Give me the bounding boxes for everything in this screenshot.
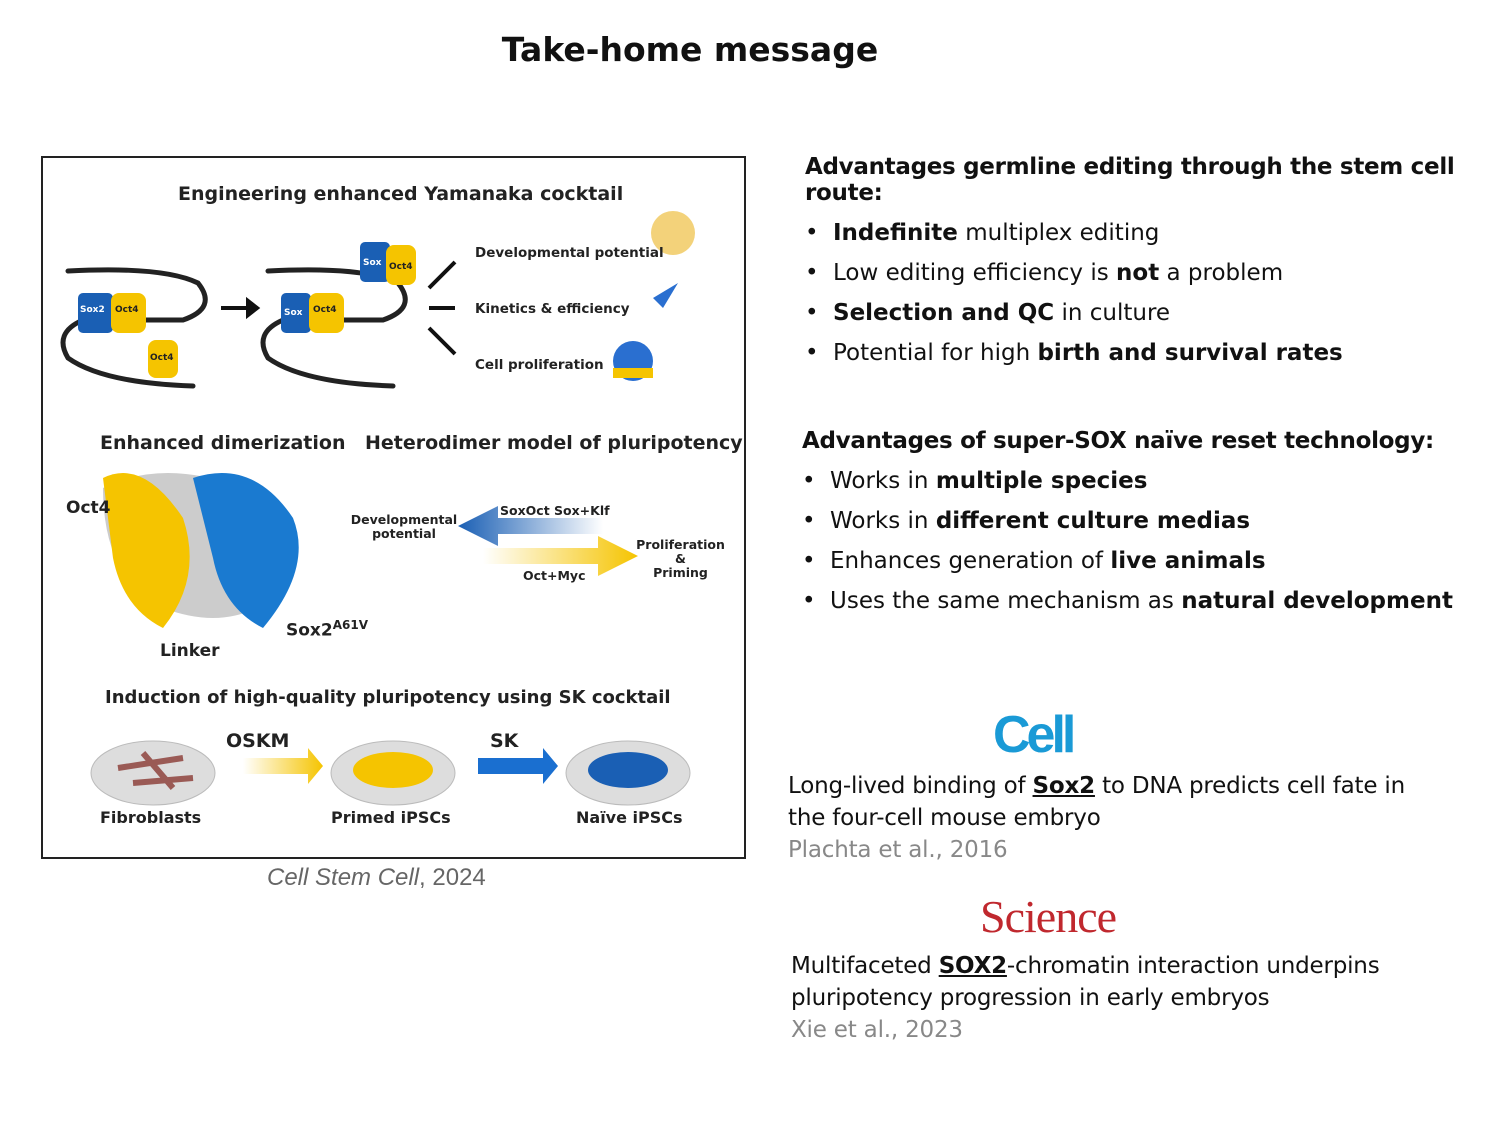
soxoct-label: SoxOct Sox+Klf bbox=[500, 503, 610, 518]
linker-label: Linker bbox=[160, 641, 220, 661]
heading-enhanced-dimerization: Enhanced dimerization bbox=[100, 432, 346, 454]
oct4-label: Oct4 bbox=[150, 353, 174, 363]
text: Low editing efficiency is bbox=[833, 260, 1117, 286]
text: Works in bbox=[830, 508, 936, 534]
sox2-a61v-label: Sox2A61V bbox=[286, 618, 368, 641]
sox2-label: Sox2 bbox=[80, 305, 105, 315]
bold-text: Selection and QC bbox=[833, 300, 1055, 326]
proliferation-priming-label: Proliferation & Priming bbox=[633, 538, 728, 580]
outcome-kinetics: Kinetics & efficiency bbox=[475, 301, 630, 317]
bold-text: not bbox=[1116, 260, 1160, 286]
section-supersox-advantages: Advantages of super-SOX naïve reset tech… bbox=[802, 428, 1453, 628]
science-journal-logo: Science bbox=[980, 891, 1117, 942]
cell-journal-logo: Cell bbox=[993, 706, 1076, 764]
priming-text: Priming bbox=[653, 565, 708, 580]
bold-text: live animals bbox=[1110, 548, 1266, 574]
bold-text: multiple species bbox=[935, 468, 1148, 494]
bullet-item: Low editing efficiency is not a problem bbox=[805, 260, 1500, 286]
bold-text: different culture medias bbox=[935, 508, 1251, 534]
text: Uses the same mechanism as bbox=[830, 588, 1182, 614]
bold-text: natural development bbox=[1181, 588, 1453, 614]
bullet-item: Uses the same mechanism as natural devel… bbox=[802, 588, 1453, 614]
outcome-developmental-potential: Developmental potential bbox=[475, 245, 664, 261]
reference-title: Long-lived binding of Sox2 to DNA predic… bbox=[788, 773, 1405, 831]
sox-label: Sox bbox=[284, 308, 303, 318]
sk-label: SK bbox=[490, 730, 519, 752]
text: in culture bbox=[1054, 300, 1171, 326]
heading-heterodimer-model: Heterodimer model of pluripotency bbox=[365, 432, 743, 454]
reference-title: Multifaceted SOX2-chromatin interaction … bbox=[791, 953, 1380, 1011]
reference-authors: Plachta et al., 2016 bbox=[788, 837, 1008, 863]
oct4-label: Oct4 bbox=[313, 305, 337, 315]
stage-naive: Naïve iPSCs bbox=[576, 808, 683, 827]
heading-sk-cocktail: Induction of high-quality pluripotency u… bbox=[105, 687, 671, 708]
bullet-item: Potential for high birth and survival ra… bbox=[805, 340, 1500, 366]
graphical-abstract-figure: Engineering enhanced Yamanaka cocktail S… bbox=[41, 156, 746, 859]
slide-title: Take-home message bbox=[501, 30, 879, 69]
section-heading: Advantages of super-SOX naïve reset tech… bbox=[802, 428, 1434, 454]
section-germline-advantages: Advantages germline editing through the … bbox=[805, 154, 1500, 380]
sox-label: Sox bbox=[363, 258, 382, 268]
oskm-label: OSKM bbox=[226, 730, 290, 752]
figure-illustration bbox=[60, 211, 695, 806]
ampersand-text: & bbox=[675, 551, 686, 566]
proliferation-text: Proliferation bbox=[636, 537, 725, 552]
text: a problem bbox=[1159, 260, 1284, 286]
bullet-item: Works in different culture medias bbox=[802, 508, 1453, 534]
bullet-item: Enhances generation of live animals bbox=[802, 548, 1453, 574]
bullet-item: Works in multiple species bbox=[802, 468, 1453, 494]
text: Potential for high bbox=[833, 340, 1038, 366]
bold-text: Indefinite bbox=[833, 220, 958, 246]
reference-cell[interactable]: Long-lived binding of Sox2 to DNA predic… bbox=[788, 770, 1428, 866]
oct4-structure-label: Oct4 bbox=[66, 498, 111, 518]
outcome-proliferation: Cell proliferation bbox=[475, 357, 604, 373]
text: Works in bbox=[830, 468, 936, 494]
stage-fibroblasts: Fibroblasts bbox=[100, 808, 202, 827]
text: Enhances generation of bbox=[830, 548, 1111, 574]
section-heading: Advantages germline editing through the … bbox=[805, 154, 1455, 206]
text: multiplex editing bbox=[957, 220, 1160, 246]
reference-science[interactable]: Multifaceted SOX2-chromatin interaction … bbox=[791, 950, 1411, 1046]
stage-primed: Primed iPSCs bbox=[331, 808, 451, 827]
developmental-potential-label: Developmental potential bbox=[350, 512, 458, 541]
bullet-item: Indefinite multiplex editing bbox=[805, 220, 1500, 246]
oct4-label: Oct4 bbox=[389, 262, 413, 272]
figure-caption: Cell Stem Cell, 2024 bbox=[267, 864, 486, 891]
oct4-label: Oct4 bbox=[115, 305, 139, 315]
octmyc-label: Oct+Myc bbox=[523, 568, 586, 583]
bullet-item: Selection and QC in culture bbox=[805, 300, 1500, 326]
reference-authors: Xie et al., 2023 bbox=[791, 1017, 963, 1043]
figure-heading-yamanaka: Engineering enhanced Yamanaka cocktail bbox=[178, 183, 624, 205]
bold-text: birth and survival rates bbox=[1037, 340, 1343, 366]
